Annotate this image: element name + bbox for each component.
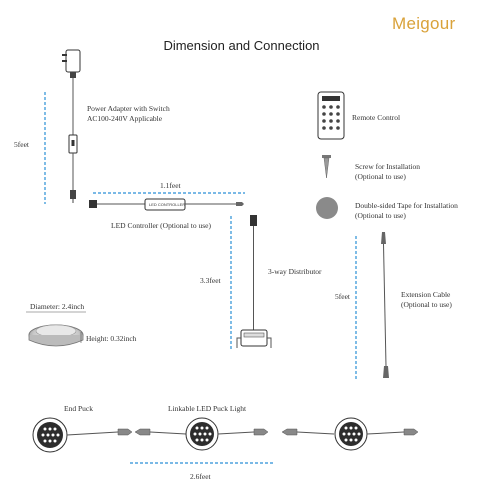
extension-note-label: (Optional to use) bbox=[401, 300, 452, 309]
screw-icon bbox=[322, 155, 331, 179]
extension-length-label: 5feet bbox=[335, 292, 350, 301]
end-puck-label: End Puck bbox=[64, 404, 93, 413]
screw-note-label: (Optional to use) bbox=[355, 172, 406, 181]
brand-logo: Meigour bbox=[392, 14, 456, 33]
screw-label: Screw for Installation bbox=[355, 162, 420, 171]
diameter-label: Diameter: 2.4inch bbox=[30, 302, 85, 311]
tape-icon bbox=[316, 197, 338, 219]
page-title: Dimension and Connection bbox=[163, 38, 320, 53]
tape-note-label: (Optional to use) bbox=[355, 211, 406, 220]
linkable-puck-icon bbox=[134, 417, 269, 451]
end-puck-icon bbox=[32, 417, 133, 453]
tape-label: Double-sided Tape for Installation bbox=[355, 201, 458, 210]
extension-cable-icon bbox=[381, 232, 389, 378]
distributor-length-label: 3.3feet bbox=[200, 276, 221, 285]
linkable-puck-label: Linkable LED Puck Light bbox=[168, 404, 247, 413]
height-label: Height: 0.32inch bbox=[86, 334, 137, 343]
adapter-spec-label: AC100-240V Applicable bbox=[87, 114, 163, 123]
adapter-length-label: 5feet bbox=[14, 140, 29, 149]
remote-control-icon bbox=[317, 91, 345, 140]
controller-device-text: LED CONTROLLER bbox=[149, 202, 186, 207]
extension-label: Extension Cable bbox=[401, 290, 451, 299]
controller-label: LED Controller (Optional to use) bbox=[111, 221, 211, 230]
distributor-label: 3-way Distributor bbox=[268, 267, 322, 276]
linkable-puck-icon bbox=[281, 417, 419, 451]
puck-dimension-icon bbox=[26, 311, 86, 347]
adapter-label: Power Adapter with Switch bbox=[87, 104, 170, 113]
distributor-icon bbox=[236, 215, 272, 348]
led-controller-icon bbox=[89, 198, 244, 211]
puck-spacing-label: 2.6feet bbox=[190, 472, 211, 481]
controller-length-label: 1.1feet bbox=[160, 181, 181, 190]
power-adapter-icon bbox=[62, 49, 81, 203]
remote-label: Remote Control bbox=[352, 113, 401, 122]
